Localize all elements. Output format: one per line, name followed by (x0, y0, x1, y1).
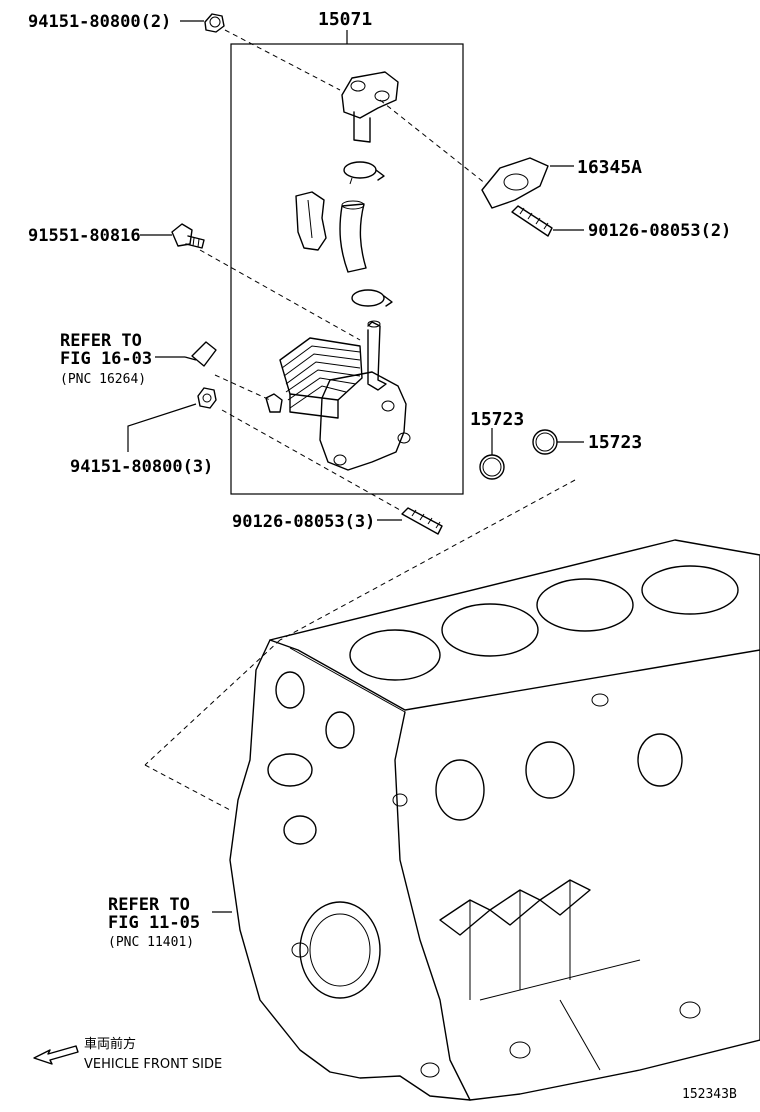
label-nut-top: 94151-80800(2) (28, 12, 171, 32)
nut-icon[interactable] (204, 13, 225, 33)
hose-clamp-icon[interactable] (343, 161, 385, 185)
hose-icon[interactable] (339, 200, 367, 273)
plug-icon[interactable] (191, 341, 217, 367)
assembly-box (230, 30, 464, 495)
label-refer-top-2: FIG 16-03 (60, 349, 152, 369)
stud-bolt-lower-icon[interactable] (401, 507, 443, 535)
label-oring-right: 15723 (588, 432, 642, 453)
oil-cooler-icon[interactable] (265, 320, 411, 471)
label-assembly: 15071 (318, 9, 372, 30)
label-stud-top: 90126-08053(2) (588, 221, 731, 241)
leader-nut-bottom (127, 403, 197, 452)
label-nut-bottom: 94151-80800(3) (70, 457, 213, 477)
gasket-icon[interactable] (481, 157, 549, 209)
bolt-icon[interactable] (171, 223, 205, 249)
figure-code: 152343B (682, 1087, 737, 1102)
stud-bolt-icon[interactable] (511, 205, 553, 237)
label-refer-top-1: REFER TO (60, 331, 142, 351)
o-ring-right-icon[interactable] (532, 429, 558, 455)
label-bolt: 91551-80816 (28, 226, 141, 246)
label-oring-left: 15723 (470, 409, 524, 430)
label-stud-bottom: 90126-08053(3) (232, 512, 375, 532)
label-refer-top-3: (PNC 16264) (60, 372, 146, 387)
front-arrow-icon (33, 1045, 79, 1065)
leader-refer-top-b (184, 356, 197, 361)
label-refer-bottom-1: REFER TO (108, 895, 190, 915)
o-ring-icon[interactable] (479, 454, 505, 480)
flange-fitting-icon[interactable] (341, 71, 399, 143)
hose-clamp-lower-icon[interactable] (351, 289, 393, 307)
label-front-jp: 車両前方 (84, 1036, 136, 1052)
label-gasket: 16345A (577, 157, 642, 178)
hose-protector-icon[interactable] (295, 191, 327, 251)
label-refer-bottom-3: (PNC 11401) (108, 935, 194, 950)
label-front-en: VEHICLE FRONT SIDE (84, 1057, 222, 1072)
label-refer-bottom-2: FIG 11-05 (108, 913, 200, 933)
assembly-guide-lines (144, 29, 576, 811)
cylinder-block-icon[interactable] (229, 539, 760, 1101)
nut-lower-icon[interactable] (197, 387, 217, 409)
